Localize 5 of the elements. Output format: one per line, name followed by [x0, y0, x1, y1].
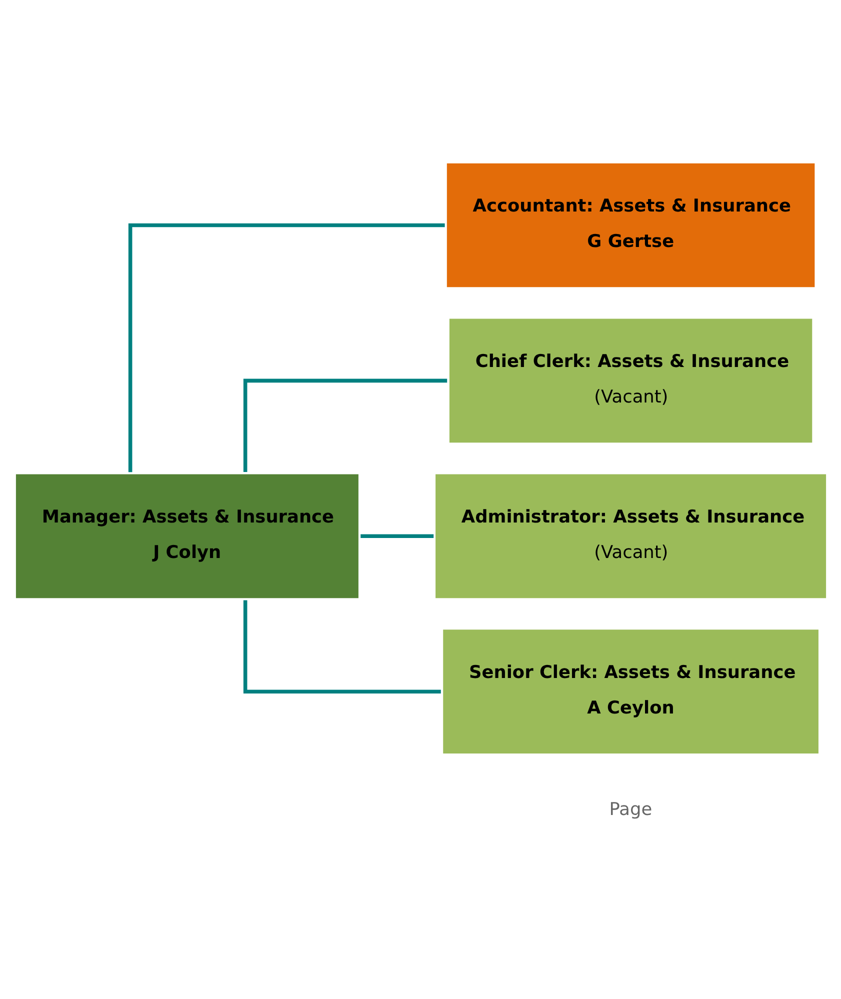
connector [242, 600, 440, 694]
label: Page [608, 800, 652, 820]
connector [128, 223, 444, 472]
connector [360, 534, 434, 538]
connector [242, 378, 447, 472]
